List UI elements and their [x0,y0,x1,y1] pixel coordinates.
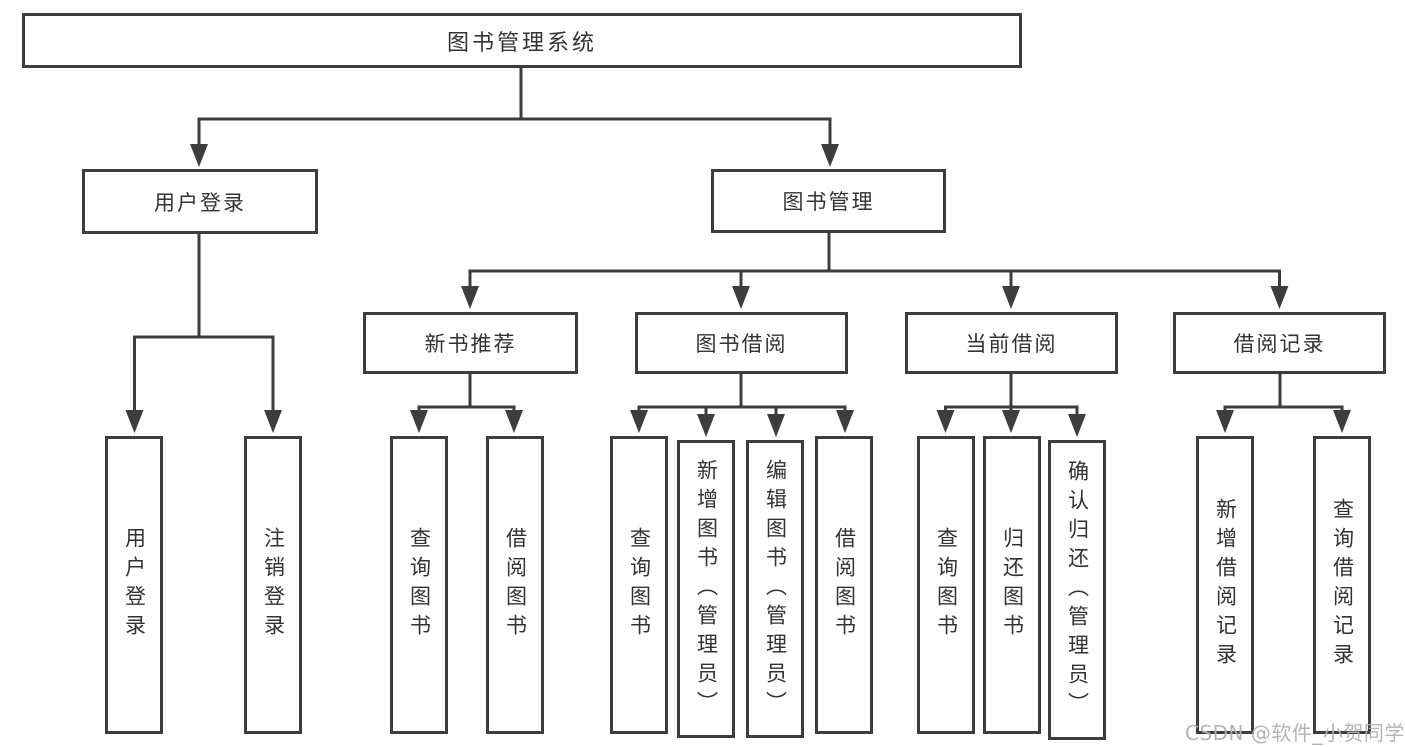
node-label: 查询图书 [627,527,652,643]
leaf-add-book-admin: 新增图书（管理员） [677,440,735,738]
leaf-search-books-newrec: 查询图书 [390,436,448,734]
node-book-management: 图书管理 [711,169,946,233]
connector-borrowrecords-to-leaves [1216,372,1351,433]
node-label: 新增图书（管理员） [694,458,719,720]
csdn-watermark: CSDN @软件_小贺同学 [1185,721,1405,745]
connector-currentborrow-to-leaves [936,372,1086,437]
node-label: 新增借阅记录 [1213,498,1238,672]
node-label: 借阅记录 [1233,332,1326,356]
node-label: 当前借阅 [965,332,1058,356]
leaf-search-borrow-record: 查询借阅记录 [1313,436,1371,734]
leaf-edit-book-admin: 编辑图书（管理员） [746,440,804,738]
connector-root-to-level2 [190,66,839,167]
node-new-book-recommend: 新书推荐 [363,312,578,374]
node-label: 查询借阅记录 [1330,498,1355,672]
leaf-confirm-return-admin: 确认归还（管理员） [1048,440,1106,740]
leaf-return-book: 归还图书 [983,436,1041,734]
node-label: 借阅图书 [832,527,857,643]
leaf-logout: 注销登录 [244,436,302,734]
node-label: 借阅图书 [503,527,528,643]
node-user-login: 用户登录 [82,169,318,234]
connector-userlogin-to-leaves [125,232,282,433]
node-label: 图书借阅 [695,332,788,356]
node-label: 新书推荐 [424,332,517,356]
node-label: 图书管理 [782,190,875,214]
node-label: 编辑图书（管理员） [763,458,788,720]
connector-bookmgmt-to-level3 [461,231,1289,309]
leaf-search-books-current: 查询图书 [917,436,975,734]
connector-bookborrow-to-leaves [630,372,854,437]
node-label: 用户登录 [154,190,246,215]
node-label: 用户登录 [122,527,147,643]
node-book-borrowing: 图书借阅 [635,312,848,374]
node-current-borrowing: 当前借阅 [905,312,1118,374]
connector-newbookrec-to-leaves [410,372,523,433]
leaf-add-borrow-record: 新增借阅记录 [1196,436,1254,734]
node-label: 注销登录 [261,527,286,643]
node-label: 查询图书 [407,527,432,643]
node-label: 确认归还（管理员） [1065,459,1090,721]
leaf-borrow-books: 借阅图书 [815,436,873,734]
node-label: 查询图书 [934,527,959,643]
leaf-search-books-borrow: 查询图书 [610,436,668,734]
node-library-management-system: 图书管理系统 [22,13,1022,68]
node-label: 图书管理系统 [446,30,597,56]
node-label: 归还图书 [1000,527,1025,643]
leaf-borrow-books-newrec: 借阅图书 [486,436,544,734]
node-borrowing-records: 借阅记录 [1173,312,1386,374]
leaf-user-login: 用户登录 [105,436,163,734]
